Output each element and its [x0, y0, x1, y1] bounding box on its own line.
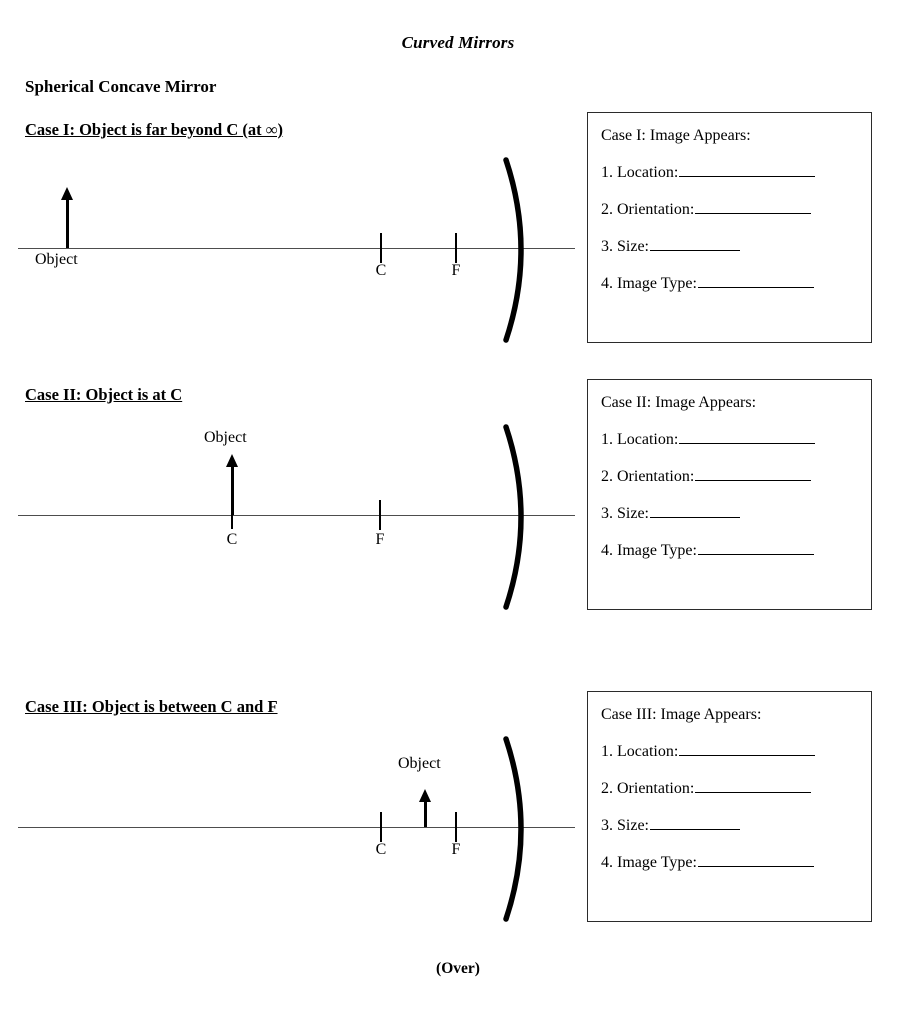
object-arrow-shaft: [66, 199, 69, 248]
answer-box-header: Case III: Image Appears:: [601, 706, 762, 723]
answer-blank-size[interactable]: [650, 504, 740, 518]
answer-row-orientation[interactable]: 2. Orientation:: [601, 200, 871, 219]
answer-label-orientation: 2. Orientation:: [601, 780, 695, 797]
optical-axis: [18, 515, 575, 516]
answer-blank-orientation[interactable]: [695, 779, 812, 793]
object-arrow-shaft: [424, 800, 427, 827]
answer-blank-image-type[interactable]: [697, 541, 814, 555]
center-of-curvature-tick: [380, 812, 382, 842]
optical-axis: [18, 248, 575, 249]
answer-label-size: 3. Size:: [601, 238, 649, 255]
object-arrow-head: [61, 187, 73, 200]
answer-row-image-type[interactable]: 4. Image Type:: [601, 541, 871, 560]
answer-row-size[interactable]: 3. Size:: [601, 816, 871, 835]
object-label: Object: [398, 755, 441, 772]
answer-blank-location[interactable]: [679, 163, 816, 177]
answer-row-orientation[interactable]: 2. Orientation:: [601, 779, 871, 798]
answer-row-location[interactable]: 1. Location:: [601, 430, 871, 449]
answer-label-orientation: 2. Orientation:: [601, 201, 695, 218]
answer-blank-size[interactable]: [650, 237, 740, 251]
answer-row-location[interactable]: 1. Location:: [601, 742, 871, 761]
answer-label-location: 1. Location:: [601, 164, 679, 181]
answer-row-orientation[interactable]: 2. Orientation:: [601, 467, 871, 486]
answer-blank-image-type[interactable]: [697, 853, 814, 867]
answer-row-image-type[interactable]: 4. Image Type:: [601, 274, 871, 293]
answer-label-image-type: 4. Image Type:: [601, 854, 697, 871]
center-of-curvature-label: C: [226, 531, 238, 548]
case-2-answer-box: Case II: Image Appears: 1. Location: 2. …: [587, 379, 872, 610]
answer-label-location: 1. Location:: [601, 431, 679, 448]
center-of-curvature-label: C: [375, 841, 387, 858]
answer-label-orientation: 2. Orientation:: [601, 468, 695, 485]
case-1-heading: Case I: Object is far beyond C (at ∞): [25, 120, 284, 139]
object-label: Object: [35, 251, 78, 268]
answer-row-location[interactable]: 1. Location:: [601, 163, 871, 182]
answer-label-size: 3. Size:: [601, 817, 649, 834]
answer-label-image-type: 4. Image Type:: [601, 542, 697, 559]
answer-blank-orientation[interactable]: [695, 467, 812, 481]
object-arrow-head: [226, 454, 238, 467]
answer-row-image-type[interactable]: 4. Image Type:: [601, 853, 871, 872]
focal-point-label: F: [375, 531, 385, 548]
answer-row-size[interactable]: 3. Size:: [601, 504, 871, 523]
case-2-heading: Case II: Object is at C: [25, 385, 183, 404]
section-heading: Spherical Concave Mirror: [25, 77, 217, 96]
focal-point-tick: [455, 233, 457, 263]
case-1-answer-box: Case I: Image Appears: 1. Location: 2. O…: [587, 112, 872, 343]
answer-box-header: Case II: Image Appears:: [601, 394, 757, 411]
concave-mirror-arc: [503, 424, 524, 610]
case-3-answer-box: Case III: Image Appears: 1. Location: 2.…: [587, 691, 872, 922]
optical-axis: [18, 827, 575, 828]
answer-blank-size[interactable]: [650, 816, 740, 830]
answer-box-header: Case I: Image Appears:: [601, 127, 751, 144]
object-arrow-head: [419, 789, 431, 802]
object-arrow-shaft: [231, 466, 234, 515]
answer-row-size[interactable]: 3. Size:: [601, 237, 871, 256]
center-of-curvature-tick: [231, 515, 233, 529]
answer-label-image-type: 4. Image Type:: [601, 275, 697, 292]
case-3-heading: Case III: Object is between C and F: [25, 697, 278, 716]
concave-mirror-arc: [503, 157, 524, 343]
answer-blank-location[interactable]: [679, 430, 816, 444]
answer-blank-orientation[interactable]: [695, 200, 812, 214]
page-title: Curved Mirrors: [401, 33, 515, 52]
focal-point-label: F: [451, 841, 461, 858]
answer-blank-location[interactable]: [679, 742, 816, 756]
answer-blank-image-type[interactable]: [697, 274, 814, 288]
concave-mirror-arc: [503, 736, 524, 922]
object-label: Object: [204, 429, 247, 446]
focal-point-label: F: [451, 262, 461, 279]
center-of-curvature-label: C: [375, 262, 387, 279]
answer-label-location: 1. Location:: [601, 743, 679, 760]
focal-point-tick: [455, 812, 457, 842]
answer-label-size: 3. Size:: [601, 505, 649, 522]
footer-note: (Over): [436, 960, 480, 977]
center-of-curvature-tick: [380, 233, 382, 263]
focal-point-tick: [379, 500, 381, 530]
